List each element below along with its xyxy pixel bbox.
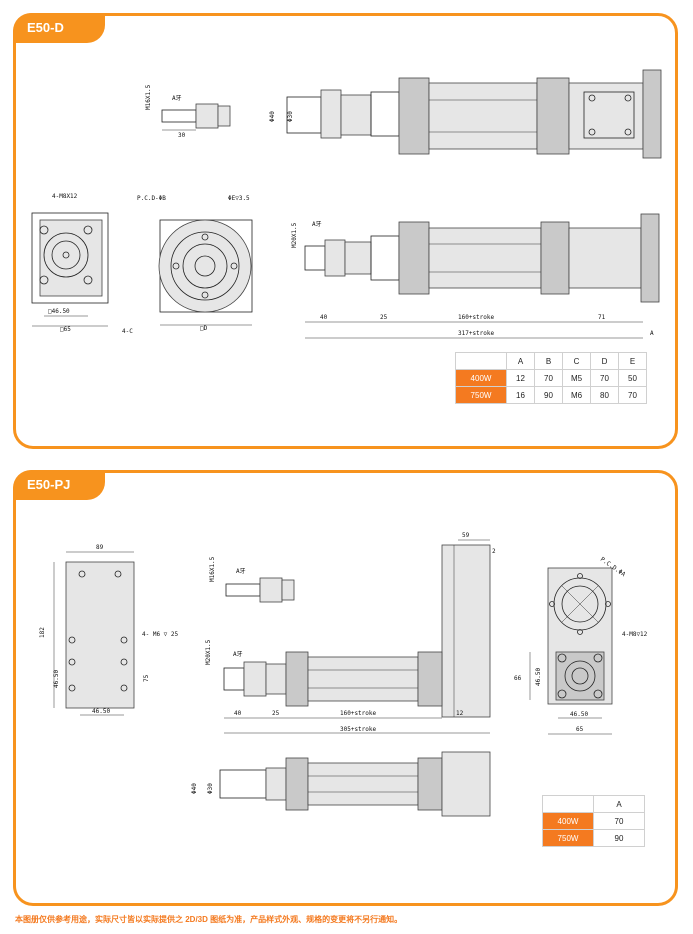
dim-30-d: 30 <box>178 132 186 139</box>
rod-end-detail-d: 30 M16X1.5 A牙 <box>145 84 231 139</box>
table-header-cell: A <box>593 795 645 813</box>
dim-pcd-d: P.C.D-ΦB <box>137 195 166 202</box>
dim-m8-pj: 4-M8▽12 <box>622 631 648 638</box>
dim-sq65-d: □65 <box>60 326 71 333</box>
table-header-cell <box>542 795 594 813</box>
dim-66-pj: 66 <box>514 675 522 682</box>
flange-front-view-d: □46.50 □65 4-M8X12 <box>31 193 109 333</box>
dim-89-pj: 89 <box>96 544 104 551</box>
dim-phi40-pj: Φ40 <box>191 783 198 794</box>
panel-title-e50-d: E50-D <box>13 13 105 43</box>
dim-160stroke-pj: 160+stroke <box>340 710 377 717</box>
dim-59-pj: 59 <box>462 532 470 539</box>
table-cell: 12 <box>506 369 535 387</box>
table-cell: 750W <box>455 386 507 404</box>
table-header-cell: E <box>618 352 647 370</box>
dim-160stroke-d: 160+stroke <box>458 314 495 321</box>
end-view-pj: P.C.D.ΦA 4-M8▽12 66 46.50 46.50 65 <box>514 556 648 735</box>
dim-2-pj: 2 <box>492 548 496 555</box>
dim-75-pj: 75 <box>143 674 150 682</box>
table-header-cell <box>455 352 507 370</box>
actuator-side-view-d: 40 25 160+stroke 71 317+stroke A M20X1.5… <box>291 213 660 339</box>
rod-end-detail-pj: M16X1.5 A牙 <box>209 556 295 603</box>
table-header-cell: B <box>534 352 563 370</box>
dim-m20-d: M20X1.5 <box>291 222 298 248</box>
dim-65-pj: 65 <box>576 726 584 733</box>
dim-phi30-pj: Φ30 <box>207 783 214 794</box>
table-cell: M6 <box>562 386 591 404</box>
dim-71-d: 71 <box>598 314 606 321</box>
table-cell: 90 <box>534 386 563 404</box>
dim-m20-pj: M20X1.5 <box>205 639 212 665</box>
table-cell: 80 <box>590 386 619 404</box>
dim-sqD-d: □D <box>200 325 208 332</box>
dim-40-pj: 40 <box>234 710 242 717</box>
dim-phi40-d: Φ40 <box>269 111 276 122</box>
table-header-row: A <box>542 795 645 813</box>
table-header-cell: C <box>562 352 591 370</box>
table-cell: 750W <box>542 829 594 847</box>
table-cell: 90 <box>593 829 645 847</box>
dim-m6-pj: 4- M6 ▽ 25 <box>142 631 179 638</box>
dim-m8x12-d: 4-M8X12 <box>52 193 78 200</box>
motor-round-view-d: P.C.D-ΦB ΦE▽3.5 4-C □D <box>122 195 253 335</box>
table-cell: 70 <box>534 369 563 387</box>
table-cell: 70 <box>590 369 619 387</box>
dim-25-pj: 25 <box>272 710 280 717</box>
actuator-top-view-d: Φ40 Φ30 <box>269 69 662 159</box>
dim-sq4650-d: □46.50 <box>48 308 70 315</box>
table-row: 750W 90 <box>542 829 645 847</box>
dim-4650v2-pj: 46.50 <box>535 668 542 686</box>
dim-12-pj: 12 <box>456 710 464 717</box>
table-header-row: A B C D E <box>455 352 647 370</box>
label-a-teeth-pj: A牙 <box>233 651 243 658</box>
dim-317stroke-d: 317+stroke <box>458 330 495 337</box>
spec-table-e50-d: A B C D E 400W 12 70 M5 70 50 750W 16 90… <box>455 352 647 404</box>
table-cell: 16 <box>506 386 535 404</box>
label-a-teeth-d: A牙 <box>312 221 322 228</box>
dim-25-d: 25 <box>380 314 388 321</box>
dim-4650v-pj: 46.50 <box>53 670 60 688</box>
dim-A-d: A <box>650 330 654 337</box>
dim-305stroke-pj: 305+stroke <box>340 726 377 733</box>
dim-m16-pj: M16X1.5 <box>209 556 216 582</box>
label-a-teeth-small-d: A牙 <box>172 95 182 102</box>
spec-table-e50-pj: A 400W 70 750W 90 <box>542 795 645 847</box>
dim-phiE-d: ΦE▽3.5 <box>228 195 250 202</box>
table-row: 400W 12 70 M5 70 50 <box>455 369 647 387</box>
dim-182-pj: 182 <box>39 627 46 638</box>
table-cell: 70 <box>593 812 645 830</box>
footer-disclaimer: 本图册仅供参考用途，实际尺寸皆以实际提供之 2D/3D 图纸为准，产品样式外观、… <box>15 915 403 924</box>
dim-phi30-d: Φ30 <box>287 111 294 122</box>
plate-view-pj: 89 182 4- M6 ▽ 25 46.50 75 46.50 <box>39 544 179 716</box>
table-cell: 400W <box>455 369 507 387</box>
table-cell: 50 <box>618 369 647 387</box>
table-cell: 400W <box>542 812 594 830</box>
table-row: 400W 70 <box>542 812 645 830</box>
dim-40-d: 40 <box>320 314 328 321</box>
panel-title-e50-pj: E50-PJ <box>13 470 105 500</box>
table-header-cell: A <box>506 352 535 370</box>
table-cell: M5 <box>562 369 591 387</box>
actuator-top-view-pj: Φ40 Φ30 <box>191 751 491 817</box>
actuator-side-view-pj: 59 2 40 25 160+stroke 12 305+stroke M20X… <box>205 532 496 734</box>
table-cell: 70 <box>618 386 647 404</box>
table-row: 750W 16 90 M6 80 70 <box>455 386 647 404</box>
dim-4650h2-pj: 46.50 <box>570 711 588 718</box>
label-a-teeth-small-pj: A牙 <box>236 568 246 575</box>
dim-m16-d: M16X1.5 <box>145 84 152 110</box>
table-header-cell: D <box>590 352 619 370</box>
dim-c4-d: 4-C <box>122 328 133 335</box>
dim-4650h-pj: 46.50 <box>92 708 110 715</box>
